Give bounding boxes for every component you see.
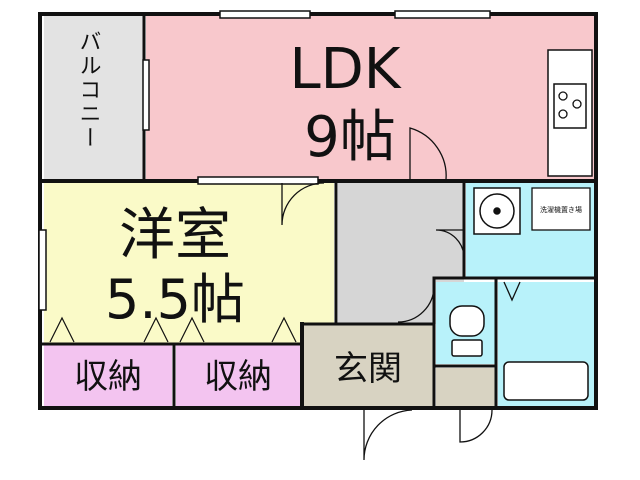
closet-door-markers xyxy=(49,316,297,343)
entrance-label: 玄関 xyxy=(334,349,402,389)
balcony-label: バルコニー xyxy=(76,30,101,150)
ldk-size-label: 9帖 xyxy=(304,105,396,170)
walls xyxy=(38,12,598,410)
washing-machine-label: 洗濯機置き場 xyxy=(540,205,582,214)
kitchen-counter xyxy=(547,49,593,177)
toilet-fixture xyxy=(449,305,485,357)
storage-2-area xyxy=(176,344,300,406)
ldk-area xyxy=(146,16,594,180)
western-room-size-label: 5.5帖 xyxy=(105,268,245,331)
utility-closet-area xyxy=(436,368,496,406)
entrance-area xyxy=(304,324,434,406)
storage-1-area xyxy=(44,344,172,406)
doors xyxy=(281,127,521,461)
storage-1-label: 収納 xyxy=(74,357,142,397)
wash-basin xyxy=(473,187,521,235)
ldk-label: LDK xyxy=(289,37,401,102)
storage-2-label: 収納 xyxy=(204,357,272,397)
windows xyxy=(38,10,491,311)
washing-machine-space: 洗濯機置き場 xyxy=(531,187,591,231)
bathtub xyxy=(503,361,589,401)
balcony-area xyxy=(44,16,144,180)
western-room-label: 洋室 xyxy=(119,203,231,268)
